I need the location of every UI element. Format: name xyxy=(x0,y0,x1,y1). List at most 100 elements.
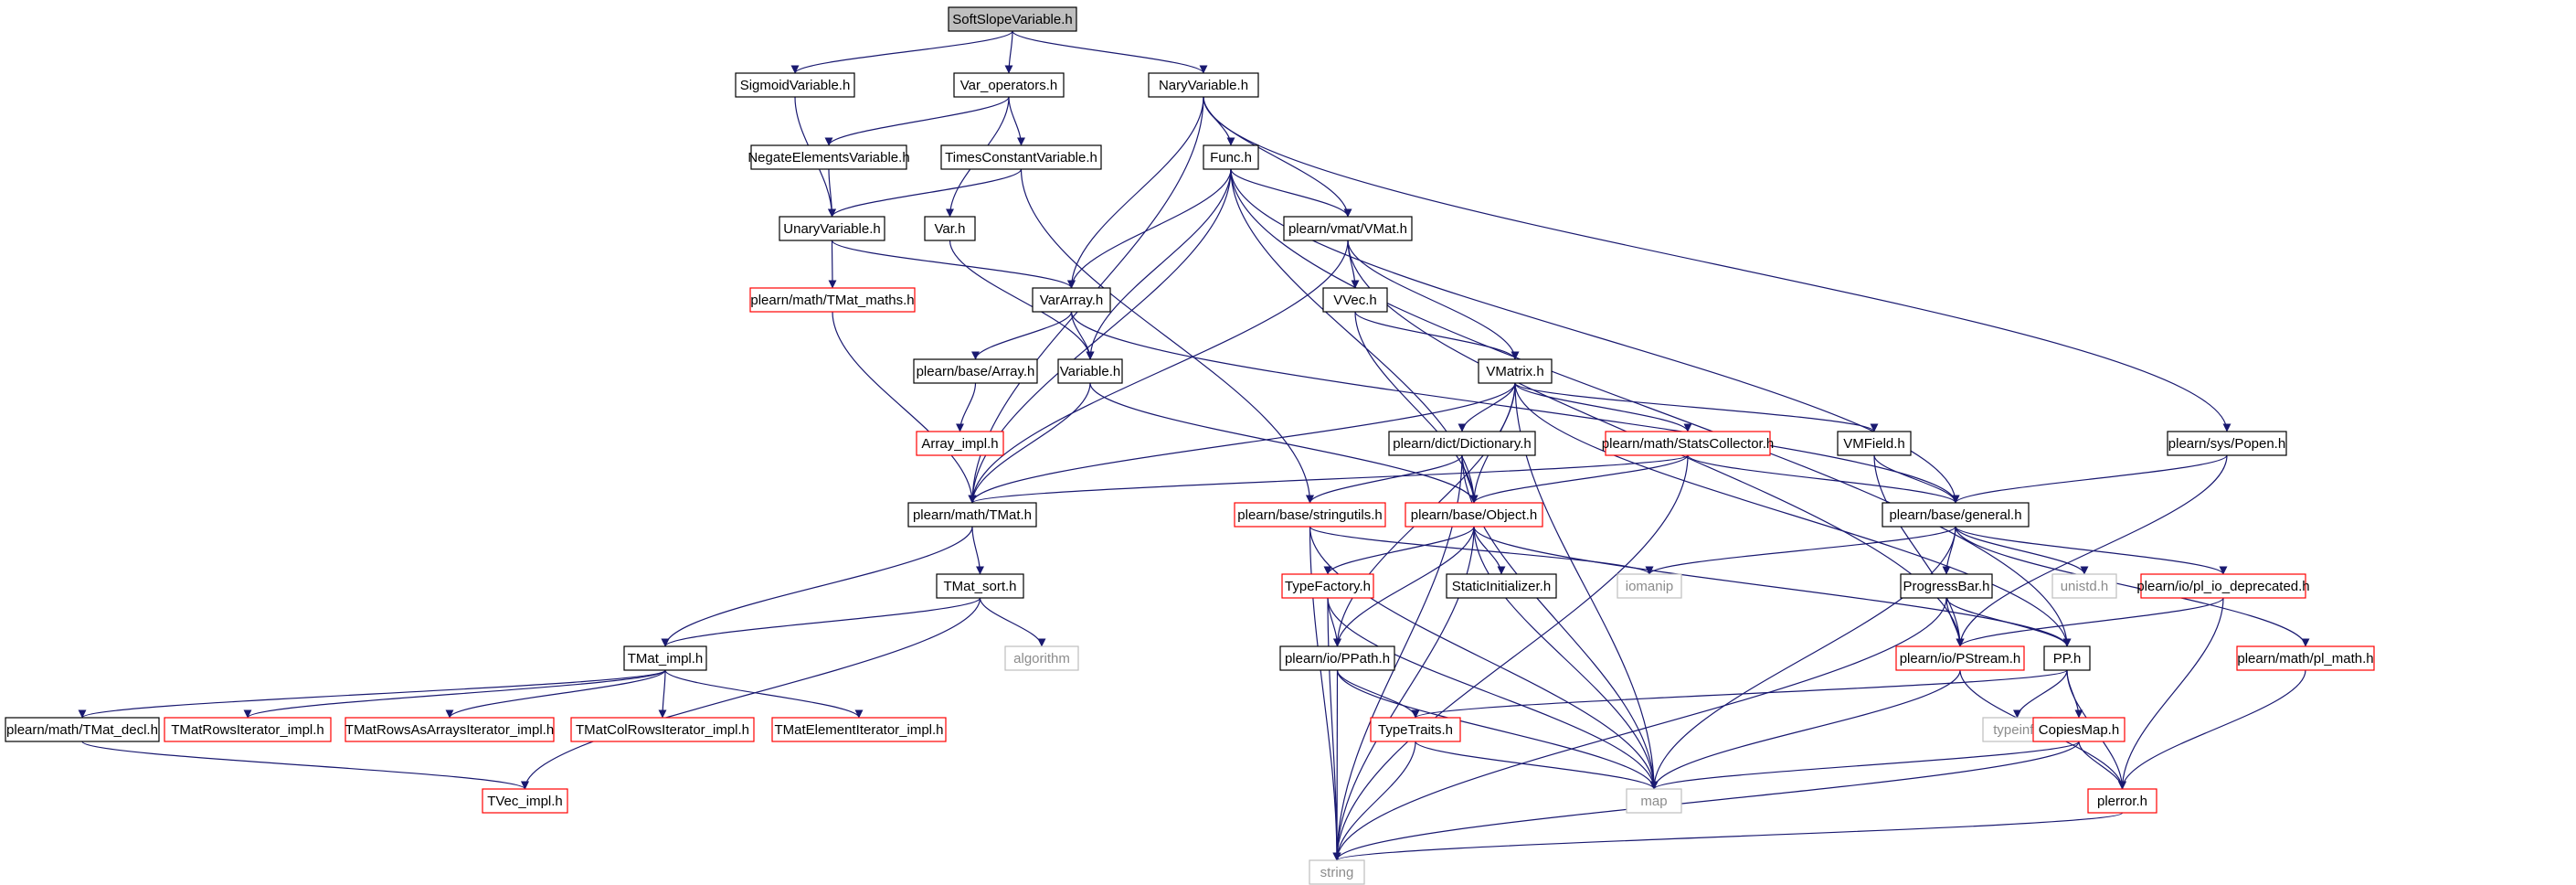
node-plearn-base-general-h[interactable]: plearn/base/general.h xyxy=(1882,502,2030,528)
node-softslopevariable-h[interactable]: SoftSlopeVariable.h xyxy=(948,6,1077,32)
node-tmatcolrowsiterator-impl-h[interactable]: TMatColRowsIterator_impl.h xyxy=(570,717,755,742)
edge-softslope-to-varops xyxy=(1004,30,1013,74)
node-label: TimesConstantVariable.h xyxy=(945,150,1097,165)
node-plerror-h[interactable]: plerror.h xyxy=(2087,788,2157,814)
node-box xyxy=(1900,573,1993,599)
edge-pliodep-to-pstream xyxy=(1956,597,2224,647)
node-label: plearn/math/TMat_decl.h xyxy=(6,722,158,738)
node-box xyxy=(940,144,1102,170)
node-box xyxy=(1446,573,1557,599)
edge-vararray-to-array xyxy=(971,311,1073,360)
edge-progressbar-to-pph xyxy=(1945,597,2072,647)
edge-copiesmap-to-map xyxy=(1649,741,2080,790)
node-plearn-io-pl-io-deprecated-h[interactable]: plearn/io/pl_io_deprecated.h xyxy=(2136,573,2310,599)
node-plearn-math-tmat-decl-h[interactable]: plearn/math/TMat_decl.h xyxy=(5,717,160,742)
node-label: plearn/io/PPath.h xyxy=(1285,651,1390,666)
node-plearn-base-object-h[interactable]: plearn/base/Object.h xyxy=(1405,502,1543,528)
node-vmatrix-h[interactable]: VMatrix.h xyxy=(1478,358,1553,384)
node-timesconstantvariable-h[interactable]: TimesConstantVariable.h xyxy=(940,144,1102,170)
node-plearn-base-array-h[interactable]: plearn/base/Array.h xyxy=(913,358,1038,384)
edge-tmatimpl-to-tmatdecl xyxy=(78,669,666,719)
node-tmatelementiterator-impl-h[interactable]: TMatElementIterator_impl.h xyxy=(771,717,947,742)
edge-ppath-to-string xyxy=(1332,669,1341,861)
node-naryvariable-h[interactable]: NaryVariable.h xyxy=(1148,72,1259,98)
node-plearn-math-statscollector-h[interactable]: plearn/math/StatsCollector.h xyxy=(1602,431,1774,456)
node-variable-h[interactable]: Variable.h xyxy=(1057,358,1123,384)
node-vararray-h[interactable]: VarArray.h xyxy=(1032,287,1111,313)
edge-progressbar-to-string xyxy=(1332,597,1947,861)
edge-varh-to-variable xyxy=(949,240,1095,360)
node-label: plearn/base/stringutils.h xyxy=(1237,507,1382,523)
edge-general-to-pliodep xyxy=(1955,526,2228,575)
node-label: plearn/math/StatsCollector.h xyxy=(1602,436,1774,452)
node-plearn-dict-dictionary-h[interactable]: plearn/dict/Dictionary.h xyxy=(1388,431,1536,456)
node-box xyxy=(2167,431,2287,456)
node-typefactory-h[interactable]: TypeFactory.h xyxy=(1281,573,1374,599)
node-typetraits-h[interactable]: TypeTraits.h xyxy=(1370,717,1461,742)
node-plearn-base-stringutils-h[interactable]: plearn/base/stringutils.h xyxy=(1234,502,1386,528)
edge-tmat-to-tmatsort xyxy=(971,526,984,575)
edge-variable-to-object xyxy=(1089,382,1479,504)
node-box xyxy=(779,216,885,241)
node-pp-h[interactable]: PP.h xyxy=(2043,645,2091,671)
node-func-h[interactable]: Func.h xyxy=(1203,144,1259,170)
node-vvec-h[interactable]: VVec.h xyxy=(1322,287,1388,313)
edge-variable-to-tmat xyxy=(968,382,1091,504)
node-vmfield-h[interactable]: VMField.h xyxy=(1837,431,1912,456)
node-tvec-impl-h[interactable]: TVec_impl.h xyxy=(482,788,568,814)
node-array-impl-h[interactable]: Array_impl.h xyxy=(916,431,1004,456)
edge-pstream-to-map xyxy=(1649,669,1961,790)
node-label: plearn/math/pl_math.h xyxy=(2237,651,2373,666)
node-box xyxy=(1203,144,1259,170)
node-box xyxy=(345,717,555,742)
node-sigmoidvariable-h[interactable]: SigmoidVariable.h xyxy=(735,72,855,98)
node-unaryvariable-h[interactable]: UnaryVariable.h xyxy=(779,216,885,241)
node-plearn-sys-popen-h[interactable]: plearn/sys/Popen.h xyxy=(2167,431,2287,456)
edge-varops-to-negate xyxy=(824,96,1010,146)
node-box xyxy=(2051,573,2117,599)
node-plearn-io-pstream-h[interactable]: plearn/io/PStream.h xyxy=(1895,645,2025,671)
node-label: ProgressBar.h xyxy=(1903,579,1989,594)
edge-tmatsort-to-algorithm xyxy=(979,597,1046,647)
node-label: plerror.h xyxy=(2097,794,2147,809)
node-plearn-math-tmat-h[interactable]: plearn/math/TMat.h xyxy=(907,502,1037,528)
node-tmatrowsasarraysiterator-impl-h[interactable]: TMatRowsAsArraysIterator_impl.h xyxy=(345,717,555,742)
node-box xyxy=(1281,573,1374,599)
node-var-h[interactable]: Var.h xyxy=(924,216,976,241)
node-label: plearn/vmat/VMat.h xyxy=(1288,221,1407,237)
edge-dictionary-to-object xyxy=(1461,454,1479,504)
edge-vararray-to-general xyxy=(1070,311,1960,504)
node-tmatrowsiterator-impl-h[interactable]: TMatRowsIterator_impl.h xyxy=(164,717,332,742)
edge-pph-to-typeinfo xyxy=(2013,669,2068,719)
node-negateelementsvariable-h[interactable]: NegateElementsVariable.h xyxy=(747,144,910,170)
edge-ppath-to-map xyxy=(1336,669,1659,790)
node-label: plearn/io/PStream.h xyxy=(1900,651,2021,666)
node-box xyxy=(735,72,855,98)
node-box xyxy=(1057,358,1123,384)
node-label: CopiesMap.h xyxy=(2039,722,2119,738)
node-plearn-vmat-vmat-h[interactable]: plearn/vmat/VMat.h xyxy=(1283,216,1413,241)
edge-object-to-string xyxy=(1332,526,1475,861)
edge-func-to-vararray xyxy=(1067,168,1232,289)
node-plearn-math-pl-math-h[interactable]: plearn/math/pl_math.h xyxy=(2236,645,2375,671)
node-label: StaticInitializer.h xyxy=(1452,579,1551,594)
node-plearn-math-tmat-maths-h[interactable]: plearn/math/TMat_maths.h xyxy=(749,287,916,313)
node-progressbar-h[interactable]: ProgressBar.h xyxy=(1900,573,1993,599)
node-tmat-sort-h[interactable]: TMat_sort.h xyxy=(936,573,1024,599)
node-box xyxy=(1279,645,1395,671)
node-staticinitializer-h[interactable]: StaticInitializer.h xyxy=(1446,573,1557,599)
node-label: typeinfo xyxy=(1993,722,2041,738)
node-box xyxy=(771,717,947,742)
node-box xyxy=(2032,717,2125,742)
edge-tmatimpl-to-rowsarr xyxy=(445,669,666,719)
node-var-operators-h[interactable]: Var_operators.h xyxy=(953,72,1065,98)
edge-vmfield-to-general xyxy=(1873,454,1960,504)
node-tmat-impl-h[interactable]: TMat_impl.h xyxy=(623,645,707,671)
node-copiesmap-h[interactable]: CopiesMap.h xyxy=(2032,717,2125,742)
node-box xyxy=(1004,645,1079,671)
node-plearn-io-ppath-h[interactable]: plearn/io/PPath.h xyxy=(1279,645,1395,671)
edge-vmat-to-vmatrix xyxy=(1347,240,1520,360)
edge-vvec-to-vmatrix xyxy=(1354,311,1520,360)
edge-array-to-arrayimpl xyxy=(956,382,977,432)
